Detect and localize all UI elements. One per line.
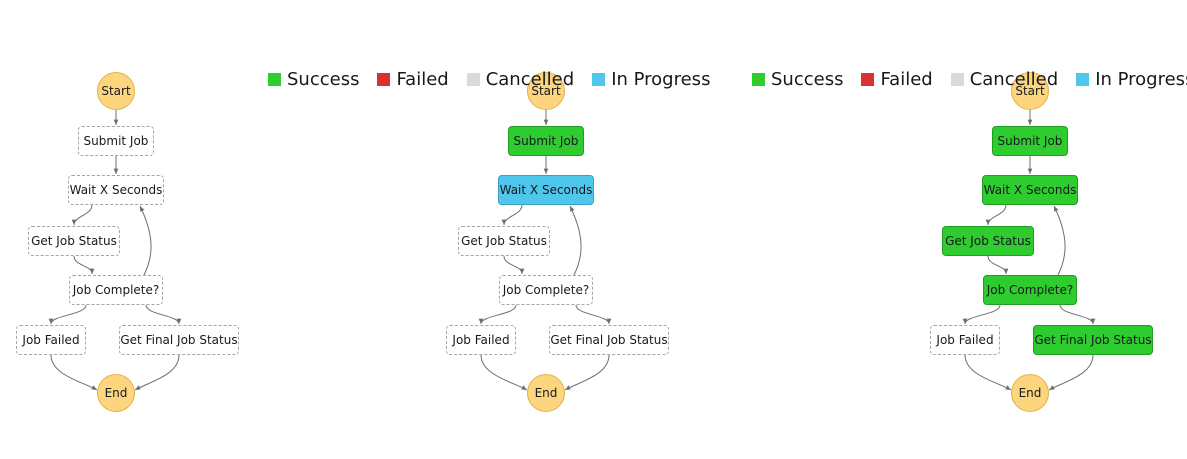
cancelled-swatch-icon xyxy=(466,72,480,86)
in-progress-swatch-icon xyxy=(1076,72,1090,86)
edge-complete-to-failed xyxy=(478,304,517,325)
legend-failed-label: Failed xyxy=(396,68,449,90)
legend-in-progress: In Progress xyxy=(592,69,710,90)
edge-final-to-end xyxy=(134,354,180,391)
cancelled-swatch-icon xyxy=(950,72,964,86)
state-start[interactable]: Start xyxy=(527,72,565,110)
edge-final-to-end xyxy=(564,354,610,391)
edge-status-to-complete xyxy=(503,255,525,275)
state-end[interactable]: End xyxy=(1011,374,1049,412)
state-job-failed[interactable]: Job Failed xyxy=(930,325,1000,355)
state-start[interactable]: Start xyxy=(97,72,135,110)
state-submit-job[interactable]: Submit Job xyxy=(992,126,1068,156)
legend-failed: Failed xyxy=(377,68,449,90)
state-wait[interactable]: Wait X Seconds xyxy=(68,175,164,205)
state-get-final-status[interactable]: Get Final Job Status xyxy=(549,325,669,355)
legend-cancelled-label: Cancelled xyxy=(969,68,1059,90)
legend-failed-label: Failed xyxy=(880,68,933,90)
edge-complete-to-final xyxy=(145,304,182,325)
state-job-complete[interactable]: Job Complete? xyxy=(499,275,593,305)
state-get-status[interactable]: Get Job Status xyxy=(28,226,120,256)
legend-cancelled-label: Cancelled xyxy=(485,68,575,90)
edge-final-to-end xyxy=(1048,354,1094,391)
legend-in-progress-label: In Progress xyxy=(1095,68,1187,90)
legend-graph-3: Success Failed Cancelled In Progress xyxy=(752,66,1187,92)
failed-swatch-icon xyxy=(861,72,875,86)
legend-failed: Failed xyxy=(861,68,933,90)
legend-success-label: Success xyxy=(771,68,844,90)
in-progress-swatch-icon xyxy=(592,72,606,86)
edge-complete-to-failed xyxy=(48,304,87,325)
legend-in-progress: In Progress xyxy=(1076,69,1187,90)
state-get-final-status[interactable]: Get Final Job Status xyxy=(1033,325,1153,355)
state-start[interactable]: Start xyxy=(1011,72,1049,110)
legend-cancelled: Cancelled xyxy=(950,68,1059,90)
edge-failed-to-end xyxy=(480,354,528,391)
edge-failed-to-end xyxy=(50,354,98,391)
legend-cancelled: Cancelled xyxy=(466,68,575,90)
edge-wait-to-status xyxy=(985,204,1007,226)
edge-wait-to-status xyxy=(71,204,93,226)
legend-in-progress-label: In Progress xyxy=(611,68,711,90)
edge-complete-loop-to-wait xyxy=(1053,205,1066,276)
state-job-failed[interactable]: Job Failed xyxy=(446,325,516,355)
edge-status-to-complete xyxy=(987,255,1009,275)
legend-success-label: Success xyxy=(287,68,360,90)
edge-failed-to-end xyxy=(964,354,1012,391)
state-get-status[interactable]: Get Job Status xyxy=(942,226,1034,256)
state-submit-job[interactable]: Submit Job xyxy=(508,126,584,156)
edge-complete-loop-to-wait xyxy=(139,205,152,276)
edge-wait-to-status xyxy=(501,204,523,226)
state-job-failed[interactable]: Job Failed xyxy=(16,325,86,355)
state-submit-job[interactable]: Submit Job xyxy=(78,126,154,156)
legend-success: Success xyxy=(268,69,359,90)
edge-status-to-complete xyxy=(73,255,95,275)
state-wait[interactable]: Wait X Seconds xyxy=(982,175,1078,205)
legend-success: Success xyxy=(752,69,843,90)
state-get-final-status[interactable]: Get Final Job Status xyxy=(119,325,239,355)
edge-complete-to-final xyxy=(575,304,612,325)
state-get-status[interactable]: Get Job Status xyxy=(458,226,550,256)
state-end[interactable]: End xyxy=(527,374,565,412)
legend-graph-2: Success Failed Cancelled In Progress xyxy=(268,66,728,92)
success-swatch-icon xyxy=(268,72,281,86)
success-swatch-icon xyxy=(752,72,765,86)
edge-complete-to-final xyxy=(1059,304,1096,325)
state-end[interactable]: End xyxy=(97,374,135,412)
edge-complete-to-failed xyxy=(962,304,1001,325)
edge-complete-loop-to-wait xyxy=(569,205,582,276)
state-job-complete[interactable]: Job Complete? xyxy=(69,275,163,305)
state-wait[interactable]: Wait X Seconds xyxy=(498,175,594,205)
failed-swatch-icon xyxy=(377,72,391,86)
state-job-complete[interactable]: Job Complete? xyxy=(983,275,1077,305)
